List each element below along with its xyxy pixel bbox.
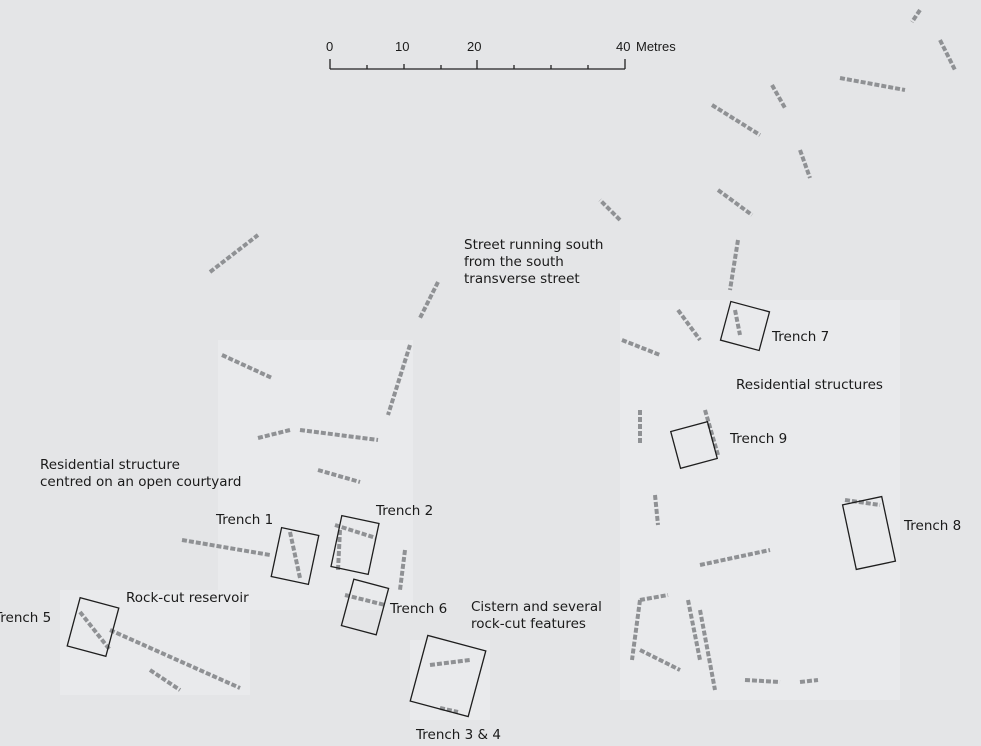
trench-2-outline	[330, 514, 380, 576]
wall-fragment	[686, 599, 702, 661]
wall-fragment	[728, 239, 740, 291]
wall-fragment	[334, 523, 377, 540]
label-line: rock-cut features	[471, 616, 586, 632]
scale-tick-40: 40	[616, 39, 631, 54]
wall-fragment	[798, 149, 812, 179]
wall-fragment	[299, 428, 379, 442]
wall-fragment	[733, 309, 742, 336]
wall-fragment	[844, 498, 881, 507]
wall-fragment	[288, 531, 302, 579]
wall-fragment	[698, 609, 717, 691]
plan-panel	[60, 590, 250, 695]
wall-fragment	[676, 308, 702, 342]
label-line: Residential structure	[40, 457, 180, 473]
wall-fragment	[418, 281, 440, 319]
plan-panel	[620, 300, 900, 700]
wall-fragment	[257, 428, 291, 440]
wall-fragment	[744, 678, 781, 684]
wall-fragment	[221, 353, 273, 380]
label-cistern: Cistern and several rock-cut features	[471, 599, 602, 633]
trench-9-outline	[669, 420, 719, 470]
label-trench-7: Trench 7	[772, 329, 830, 345]
scale-tick-0: 0	[326, 39, 334, 54]
wall-fragment	[938, 39, 957, 71]
plan-panel	[218, 340, 413, 610]
label-trench-5: Trench 5	[0, 610, 52, 626]
wall-fragment	[703, 409, 720, 456]
scale-unit: Metres	[636, 39, 676, 54]
wall-fragment	[208, 233, 260, 274]
label-trench-1: Trench 1	[216, 512, 274, 528]
label-line: transverse street	[464, 271, 580, 287]
wall-fragment	[799, 678, 819, 684]
label-trench-6: Trench 6	[390, 601, 448, 617]
label-trench-2: Trench 2	[376, 503, 434, 519]
trench-8-outline	[841, 495, 897, 571]
label-residential-courtyard: Residential structure centred on an open…	[40, 457, 241, 491]
label-line: Street running south	[464, 237, 604, 253]
label-residential-structures: Residential structures	[736, 377, 883, 393]
wall-fragment	[109, 628, 241, 690]
wall-fragment	[839, 76, 906, 92]
wall-fragment	[181, 538, 271, 557]
wall-fragment	[439, 706, 459, 714]
label-trench-9: Trench 9	[730, 431, 788, 447]
wall-fragment	[653, 494, 660, 526]
wall-fragment	[770, 84, 787, 109]
wall-fragment	[630, 599, 642, 661]
label-street: Street running south from the south tran…	[464, 237, 603, 288]
wall-fragment	[639, 648, 681, 672]
wall-fragment	[699, 548, 771, 567]
trench-7-outline	[719, 300, 771, 352]
wall-fragment	[910, 8, 922, 24]
wall-fragment	[78, 610, 112, 652]
label-trench-3-4: Trench 3 & 4	[416, 727, 501, 743]
label-line: from the south	[464, 254, 564, 270]
label-line: centred on an open courtyard	[40, 474, 242, 490]
wall-fragment	[710, 103, 762, 137]
label-line: Cistern and several	[471, 599, 602, 615]
scale-bar	[329, 59, 626, 70]
label-trench-8: Trench 8	[904, 518, 962, 534]
trench-3-4-outline	[409, 634, 487, 718]
trench-5-outline	[66, 596, 120, 658]
scale-tick-10: 10	[395, 39, 410, 54]
wall-fragment	[598, 198, 622, 222]
wall-fragment	[386, 344, 412, 416]
label-rock-cut-reservoir: Rock-cut reservoir	[126, 590, 249, 606]
trench-1-outline	[270, 526, 320, 586]
wall-fragment	[639, 593, 669, 602]
trench-6-outline	[340, 578, 390, 636]
wall-fragment	[148, 668, 182, 692]
wall-remains	[78, 8, 957, 714]
wall-fragment	[716, 188, 754, 217]
wall-fragment	[317, 468, 361, 484]
scale-tick-20: 20	[467, 39, 482, 54]
